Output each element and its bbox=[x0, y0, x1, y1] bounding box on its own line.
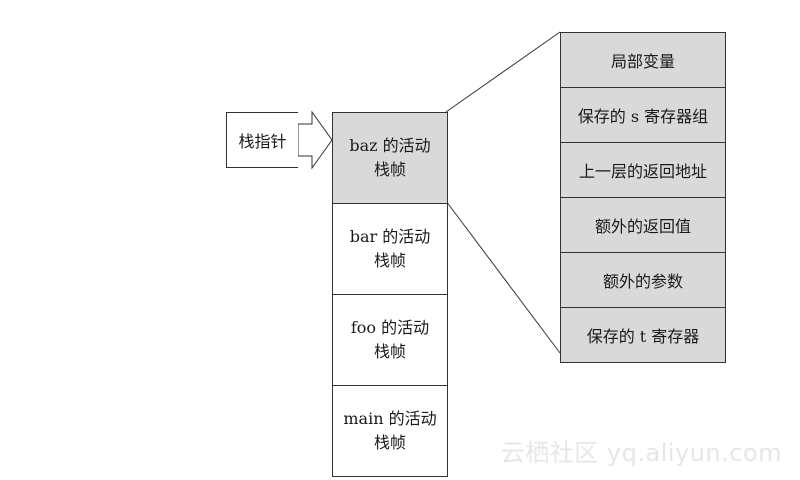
frame-label-line2: 栈帧 bbox=[373, 433, 406, 452]
stack-frame-main: main 的活动 栈帧 bbox=[332, 385, 448, 477]
frame-label-line1: main 的活动 bbox=[343, 409, 437, 428]
frame-detail: 局部变量 保存的 s 寄存器组 上一层的返回地址 额外的返回值 额外的参数 保存… bbox=[560, 32, 726, 363]
frame-label-line1: foo 的活动 bbox=[350, 318, 430, 337]
detail-saved-s-registers: 保存的 s 寄存器组 bbox=[560, 87, 726, 143]
detail-extra-return-values: 额外的返回值 bbox=[560, 197, 726, 253]
frame-label-line2: 栈帧 bbox=[373, 160, 406, 179]
detail-saved-t-registers: 保存的 t 寄存器 bbox=[560, 307, 726, 363]
frame-label-line2: 栈帧 bbox=[373, 342, 406, 361]
detail-return-address: 上一层的返回地址 bbox=[560, 142, 726, 198]
detail-local-vars: 局部变量 bbox=[560, 32, 726, 88]
frame-label-line2: 栈帧 bbox=[373, 251, 406, 270]
frame-label-line1: bar 的活动 bbox=[349, 227, 431, 246]
frame-label-line1: baz 的活动 bbox=[349, 136, 431, 155]
stack-pointer-arrow bbox=[297, 110, 333, 170]
stack-frame-bar: bar 的活动 栈帧 bbox=[332, 203, 448, 295]
detail-extra-arguments: 额外的参数 bbox=[560, 252, 726, 308]
expand-line-top bbox=[445, 31, 561, 113]
stack-frame-baz: baz 的活动 栈帧 bbox=[332, 112, 448, 204]
stack-pointer-text: 栈指针 bbox=[238, 132, 287, 151]
watermark: 云栖社区 yq.aliyun.com bbox=[500, 439, 782, 467]
expand-line-bottom bbox=[445, 200, 561, 354]
stack-frame-foo: foo 的活动 栈帧 bbox=[332, 294, 448, 386]
stack-pointer-label: 栈指针 bbox=[226, 112, 298, 168]
call-stack: baz 的活动 栈帧 bar 的活动 栈帧 foo 的活动 栈帧 main 的活… bbox=[332, 112, 448, 477]
